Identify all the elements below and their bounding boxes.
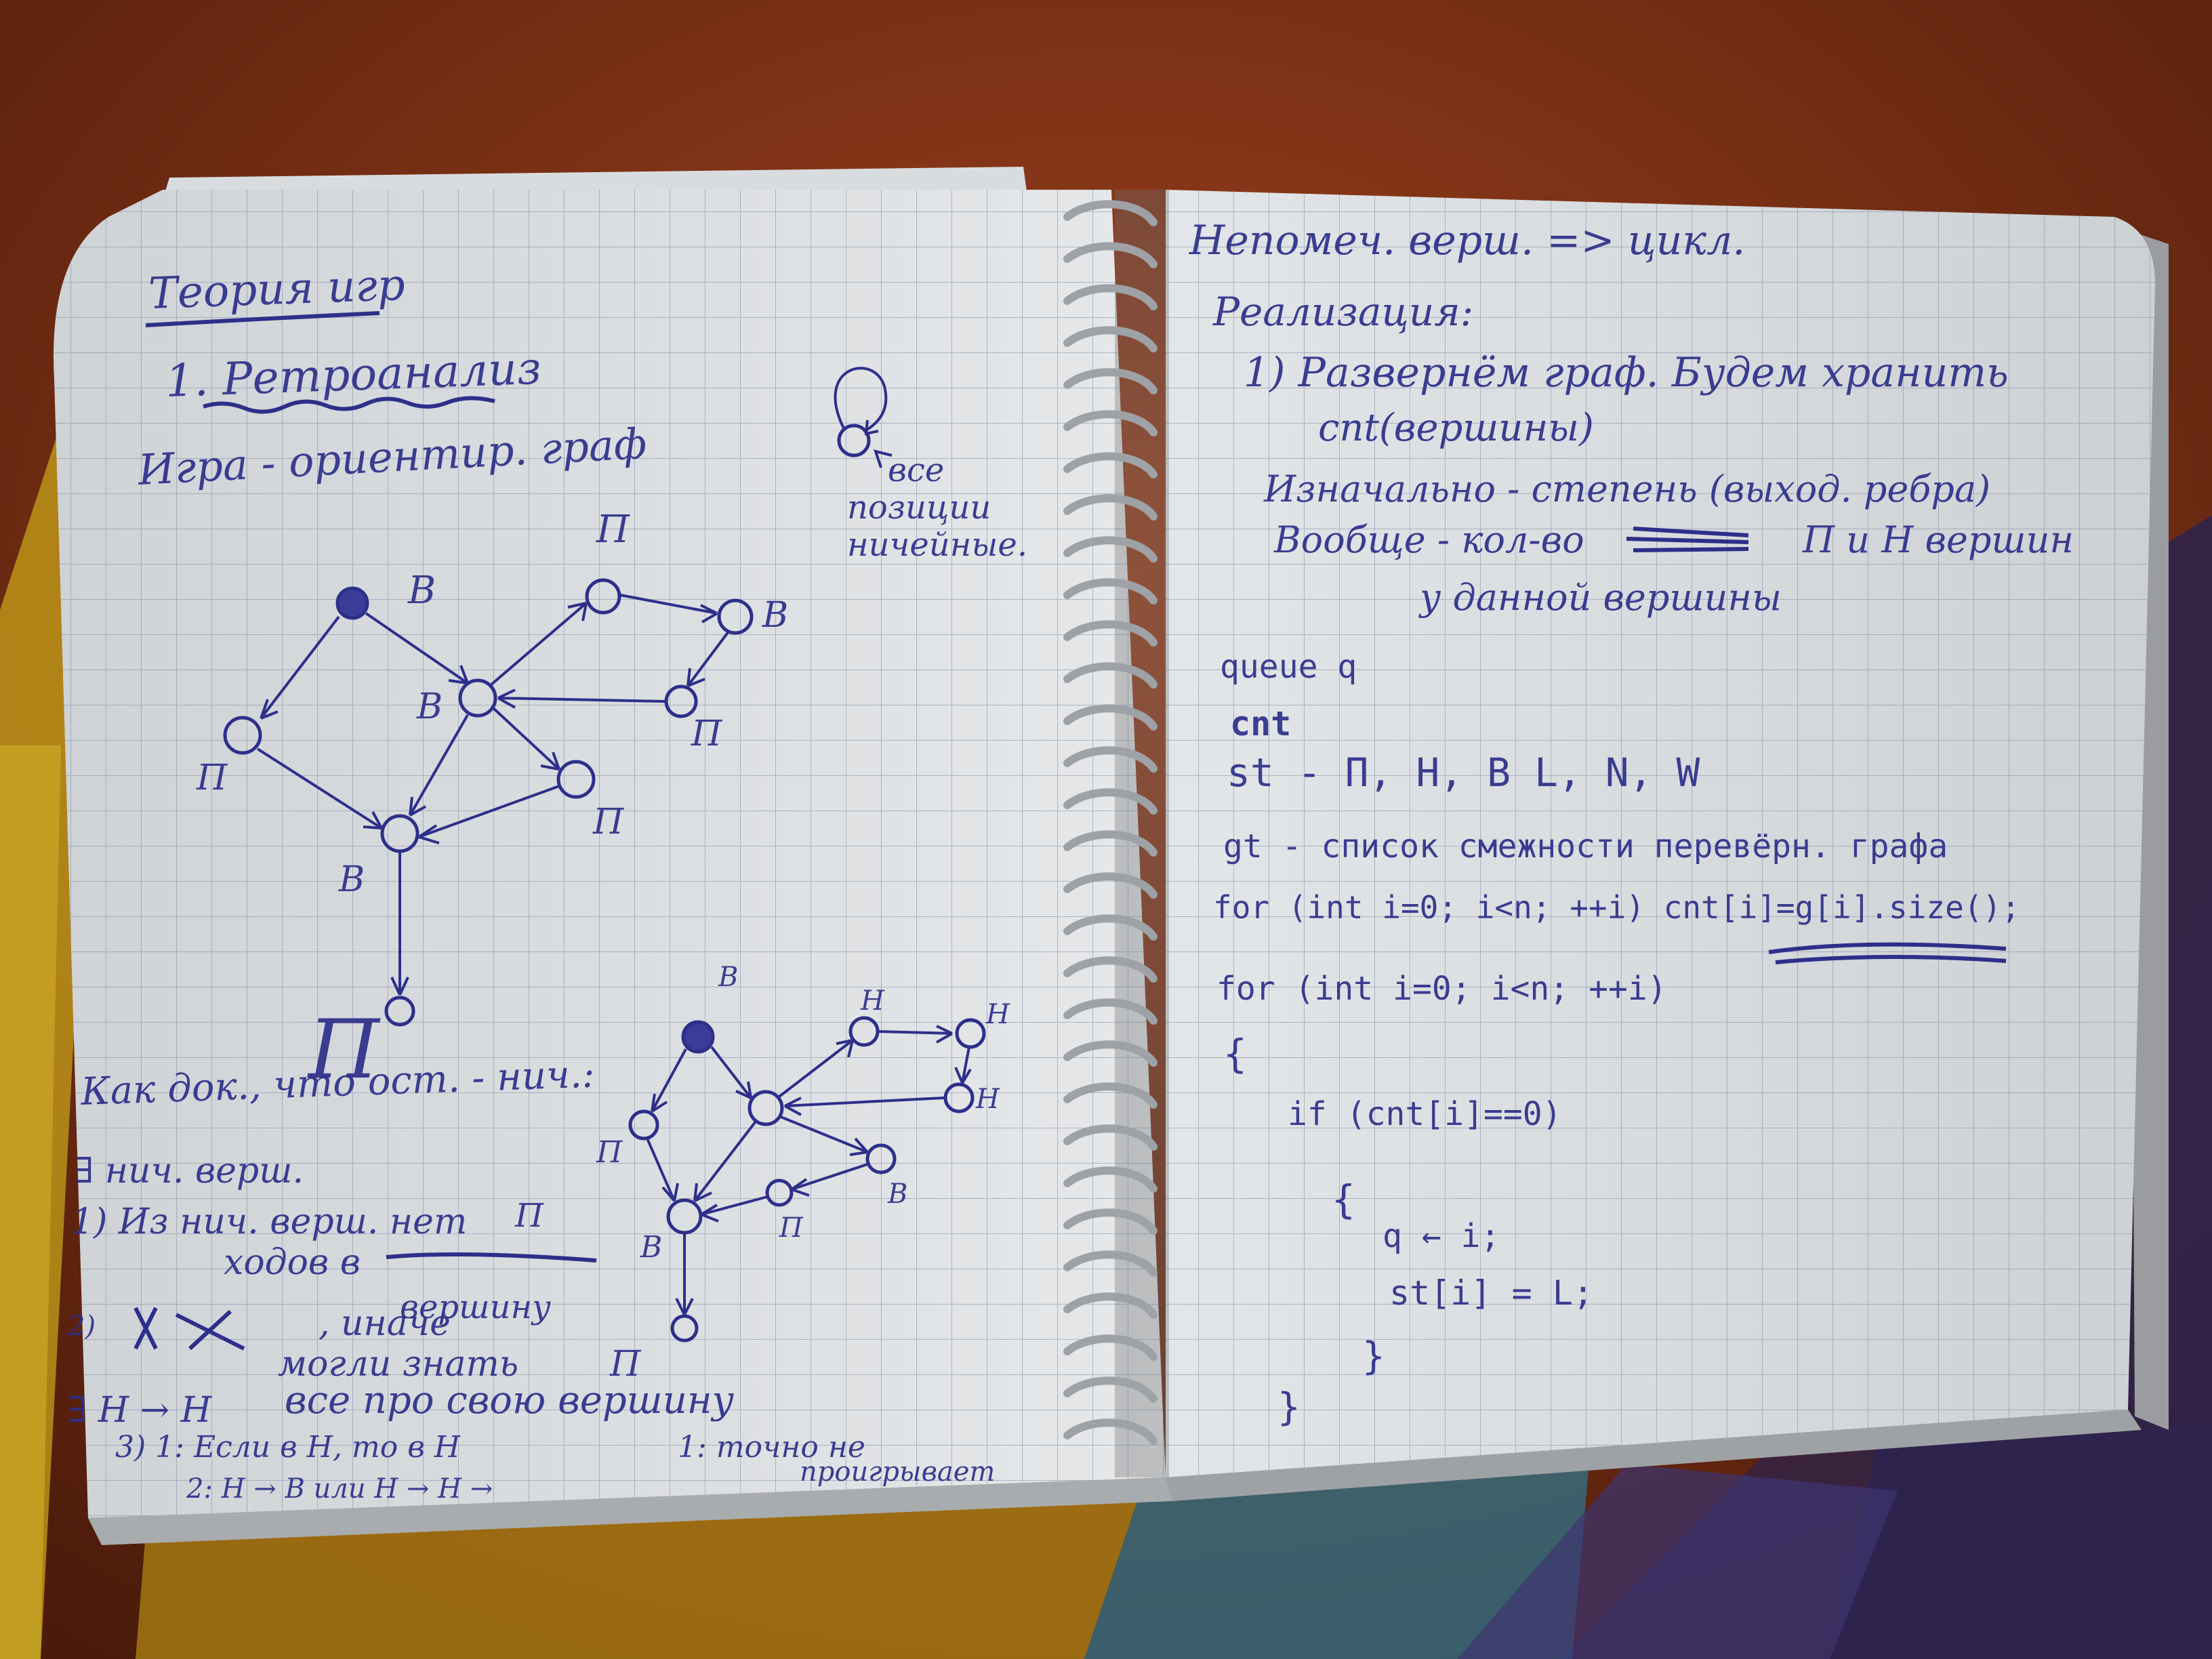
- point1-a: 1) Из нич. верш. нет: [71, 1202, 467, 1242]
- self-loop-note-3: ничейные.: [847, 526, 1027, 564]
- game-graph-2: [628, 1016, 986, 1343]
- exists-line: ∃ нич. верш.: [75, 1151, 304, 1191]
- spiral-ring: [1063, 284, 1158, 310]
- g2-label-2: Н: [860, 985, 885, 1017]
- spiral-ring: [1063, 578, 1158, 605]
- spiral-ring: [1063, 452, 1158, 478]
- point3-c: 1: точно не: [678, 1430, 865, 1465]
- step1-note-4: у данной вершины: [1418, 576, 1782, 619]
- g2-label-8: П: [779, 1212, 804, 1244]
- step1-b: cnt(вершины): [1318, 406, 1594, 450]
- spiral-ring: [1063, 242, 1158, 268]
- spiral-ring: [1063, 620, 1158, 647]
- g2-label-3: Н: [985, 999, 1010, 1030]
- point2-num: 2): [67, 1311, 96, 1342]
- g1-label-6: П: [691, 714, 723, 754]
- step1-note-1: Изначально - степень (выход. ребра): [1263, 468, 1990, 510]
- spiral-ring: [1063, 200, 1158, 226]
- spiral-ring: [1063, 1124, 1158, 1151]
- point1-c: вершину: [400, 1288, 551, 1326]
- g2-label-1: В: [718, 962, 738, 993]
- g1-label-5: В: [762, 595, 788, 636]
- spiral-ring: [1063, 1082, 1158, 1109]
- left-title: Теория игр: [148, 260, 406, 319]
- g2-label-6: В: [887, 1179, 907, 1210]
- point1-fix: П: [514, 1197, 544, 1235]
- spiral-ring: [1063, 746, 1158, 773]
- g1-label-8: П: [592, 802, 625, 842]
- intro-line: Игра - ориентир. граф: [136, 419, 648, 495]
- proof-heading: Как док., что ост. - нич.:: [79, 1052, 595, 1114]
- right-title: Непомеч. верш. => цикл.: [1189, 217, 1745, 264]
- code-line-3: st - П, Н, В L, N, W: [1227, 750, 1700, 796]
- spiral-ring: [1063, 914, 1158, 941]
- spiral-ring: [1063, 1040, 1158, 1067]
- step1-note-3: П и Н вершин: [1802, 518, 2074, 561]
- impl-heading: Реализация:: [1212, 289, 1473, 335]
- point3-b: 2: Н → В или Н → Н →: [186, 1473, 493, 1504]
- g1-label-4: П: [596, 508, 630, 552]
- step1-a: 1) Развернём граф. Будем хранить: [1244, 349, 2009, 396]
- spiral-ring: [1063, 1334, 1158, 1361]
- code-line-9: {: [1332, 1176, 1355, 1223]
- point1-b: ходов в: [224, 1242, 361, 1283]
- spiral-ring: [1063, 1166, 1158, 1193]
- spiral-ring: [1063, 1376, 1158, 1403]
- spiral-ring: [1063, 998, 1158, 1025]
- code-line-8: if (cnt[i]==0): [1288, 1095, 1562, 1133]
- code-line-6: for (int i=0; i<n; ++i): [1216, 970, 1667, 1008]
- code-line-13: }: [1277, 1385, 1300, 1429]
- spiral-ring: [1063, 704, 1158, 731]
- self-loop-note-1: все: [888, 451, 944, 489]
- spiral-ring: [1063, 788, 1158, 815]
- g2-label-4: Н: [975, 1084, 1000, 1115]
- spiral-ring: [1063, 326, 1158, 352]
- code-line-10: q ← i;: [1382, 1217, 1500, 1255]
- point2-fix: П: [609, 1344, 642, 1385]
- spiral-ring: [1063, 368, 1158, 394]
- g1-label-1: В: [407, 569, 436, 613]
- self-loop-note-2: позиции: [847, 489, 991, 527]
- spiral-ring: [1063, 1208, 1158, 1235]
- game-graph-1: [223, 578, 754, 1027]
- spiral-ring: [1063, 830, 1158, 857]
- spiral-ring: [1063, 1418, 1158, 1445]
- point3-head: ∃ Н → Н: [68, 1390, 213, 1431]
- g1-label-3: В: [416, 687, 443, 727]
- spiral-binding: [1063, 200, 1158, 1445]
- code-line-4: gt - список смежности перевёрн. графа: [1223, 827, 1948, 865]
- spiral-ring: [1063, 872, 1158, 899]
- point2-c: все про свою вершину: [285, 1378, 735, 1422]
- point2-b: могли знать: [278, 1344, 518, 1385]
- step1-note-2: Вообще - кол-во: [1273, 518, 1584, 561]
- code-line-11: st[i] = L;: [1389, 1273, 1593, 1313]
- code-line-2: cnt: [1230, 704, 1291, 743]
- big-p-mark: П: [307, 1003, 381, 1097]
- spiral-ring: [1063, 1292, 1158, 1319]
- self-loop-node: [834, 367, 893, 468]
- code-line-5: for (int i=0; i<n; ++i) cnt[i]=g[i].size…: [1213, 889, 2020, 926]
- g2-label-5: П: [596, 1135, 623, 1170]
- g1-label-2: П: [196, 758, 228, 798]
- spiral-ring: [1063, 410, 1158, 436]
- point3-d: проигрывает: [800, 1456, 995, 1488]
- code-line-12: }: [1362, 1334, 1385, 1378]
- spiral-ring: [1063, 494, 1158, 520]
- code-line-7: {: [1223, 1031, 1247, 1077]
- spiral-ring: [1063, 662, 1158, 689]
- point2-a: , иначе: [319, 1303, 451, 1344]
- g2-label-7: В: [640, 1230, 662, 1265]
- spiral-ring: [1063, 536, 1158, 562]
- spiral-ring: [1063, 1250, 1158, 1277]
- g1-label-7: В: [338, 859, 365, 900]
- spiral-ring: [1063, 956, 1158, 983]
- point3-a: 3) 1: Если в Н, то в Н: [115, 1430, 462, 1465]
- code-line-1: queue q: [1220, 648, 1357, 686]
